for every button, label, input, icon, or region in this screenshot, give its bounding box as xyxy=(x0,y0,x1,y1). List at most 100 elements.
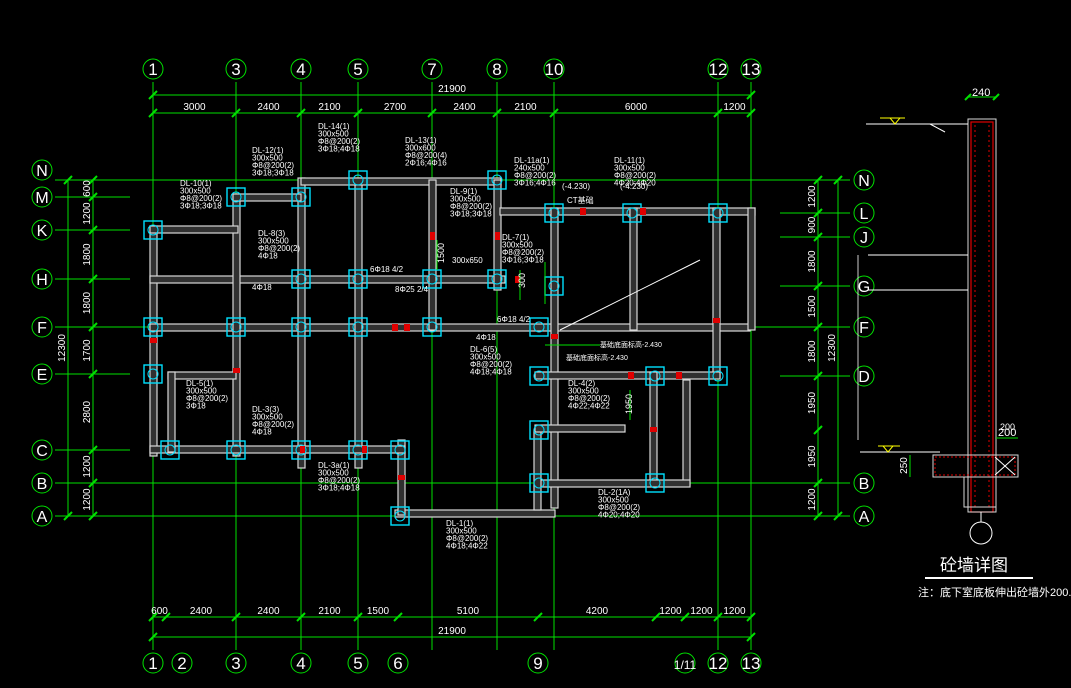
axis-bubble-right: J xyxy=(853,226,875,248)
column-outline xyxy=(226,317,246,337)
column xyxy=(487,269,507,289)
column-core xyxy=(230,191,242,203)
column-core xyxy=(712,370,724,382)
beam-label-line: DL-5(1) xyxy=(186,379,213,388)
bubble-circle xyxy=(707,652,729,674)
beam-label-line: Φ8@200(2) xyxy=(252,161,294,170)
bubble-circle xyxy=(31,186,53,208)
column-outline xyxy=(390,506,410,526)
bubble-circle xyxy=(31,159,53,181)
column-outline xyxy=(160,440,180,460)
dim-tick xyxy=(161,612,171,622)
bubble-circle xyxy=(31,268,53,290)
bubble-circle xyxy=(853,202,875,224)
column xyxy=(645,366,665,386)
dim-tick xyxy=(88,274,98,284)
column-outline xyxy=(291,440,311,460)
beam-label-line: 3Φ18;3Φ18 xyxy=(252,169,294,178)
dim-tick xyxy=(813,208,823,218)
axis-label: 6 xyxy=(393,654,402,673)
column-core xyxy=(533,424,545,436)
beam-label-line: 240x500 xyxy=(514,164,545,173)
detail-dim-top: 240 xyxy=(972,87,991,99)
bubble-circle xyxy=(31,363,53,385)
beam-label-line: Φ8@200(2) xyxy=(186,394,228,403)
axis-label: K xyxy=(37,223,48,240)
beam-label-line: Φ8@200(2) xyxy=(598,503,640,512)
column xyxy=(390,440,410,460)
beam-label-line: 4Φ18 xyxy=(252,428,272,437)
axis-label: 5 xyxy=(353,60,362,79)
beam-label-line: DL-1(1) xyxy=(446,519,473,528)
dim-label: 1200 xyxy=(82,488,93,511)
beam-label-line: 4Φ18 xyxy=(258,252,278,261)
axis-bubble-bottom: 6 xyxy=(387,652,409,674)
dim-label: 1950 xyxy=(807,391,818,414)
beam-label-line: DL-4(2) xyxy=(568,379,595,388)
dim-tick xyxy=(833,511,843,521)
column xyxy=(422,317,442,337)
beam-label-line: DL-3a(1) xyxy=(318,461,350,470)
column-core xyxy=(649,477,661,489)
bubble-circle xyxy=(171,652,193,674)
axis-bubble-bottom: 13 xyxy=(740,652,762,674)
bubble-circle xyxy=(853,505,875,527)
column-core xyxy=(164,444,176,456)
column-core xyxy=(352,174,364,186)
bubble-circle xyxy=(543,58,565,80)
column-outline xyxy=(529,317,549,337)
misc-label: 1500 xyxy=(436,243,446,263)
column xyxy=(291,269,311,289)
bubble-circle xyxy=(853,316,875,338)
dim-tick xyxy=(148,612,158,622)
grid-lines xyxy=(55,82,850,650)
beam-label-line: DL-11(1) xyxy=(614,156,645,165)
beam-label-line: Φ8@200(2) xyxy=(318,137,360,146)
axis-bubble-left: M xyxy=(31,186,53,208)
bubble-circle xyxy=(740,652,762,674)
axis-bubble-right: F xyxy=(853,316,875,338)
axis-bubble-left: A xyxy=(31,505,53,527)
column xyxy=(645,473,665,493)
beam-label-line: 3Φ18 xyxy=(186,402,206,411)
dim-total-right: 12300 xyxy=(827,175,843,521)
axis-bubble-top: 8 xyxy=(486,58,508,80)
dim-tick xyxy=(813,281,823,291)
bubble-circle xyxy=(674,652,696,674)
foundation-beams xyxy=(149,177,756,518)
bubble-circle xyxy=(740,58,762,80)
axis-bubble-right: G xyxy=(853,275,875,297)
dim-tick xyxy=(813,322,823,332)
dim-tick xyxy=(231,108,241,118)
bubble-circle xyxy=(347,652,369,674)
axis-bubble-bottom: 1/11 xyxy=(674,652,697,674)
dim-total-top: 21900 xyxy=(148,84,756,100)
axis-bubble-bottom: 2 xyxy=(171,652,193,674)
bubble-circle xyxy=(31,316,53,338)
beam-label-line: 300x500 xyxy=(252,154,283,163)
axis-bubble-bottom: 1 xyxy=(142,652,164,674)
axis-label: 7 xyxy=(427,60,436,79)
beam-label-line: 300x500 xyxy=(614,164,645,173)
bubble-circle xyxy=(853,226,875,248)
axis-label: 1/11 xyxy=(674,658,697,672)
dim-label: 6000 xyxy=(625,102,648,113)
beam-label-line: DL-9(1) xyxy=(450,187,477,196)
detail-title: 砼墙详图 xyxy=(940,556,1008,575)
dim-tick xyxy=(296,612,306,622)
dim-tick xyxy=(813,425,823,435)
beam-label-line: 3Φ18;3Φ18 xyxy=(450,210,492,219)
axis-bubble-right: D xyxy=(853,365,875,387)
column-core xyxy=(147,321,159,333)
axis-label: 9 xyxy=(533,654,542,673)
bubble-circle xyxy=(387,652,409,674)
dim-label: 12300 xyxy=(827,334,838,362)
column-outline xyxy=(708,366,728,386)
column-outline xyxy=(422,317,442,337)
axis-label: 1 xyxy=(148,654,157,673)
